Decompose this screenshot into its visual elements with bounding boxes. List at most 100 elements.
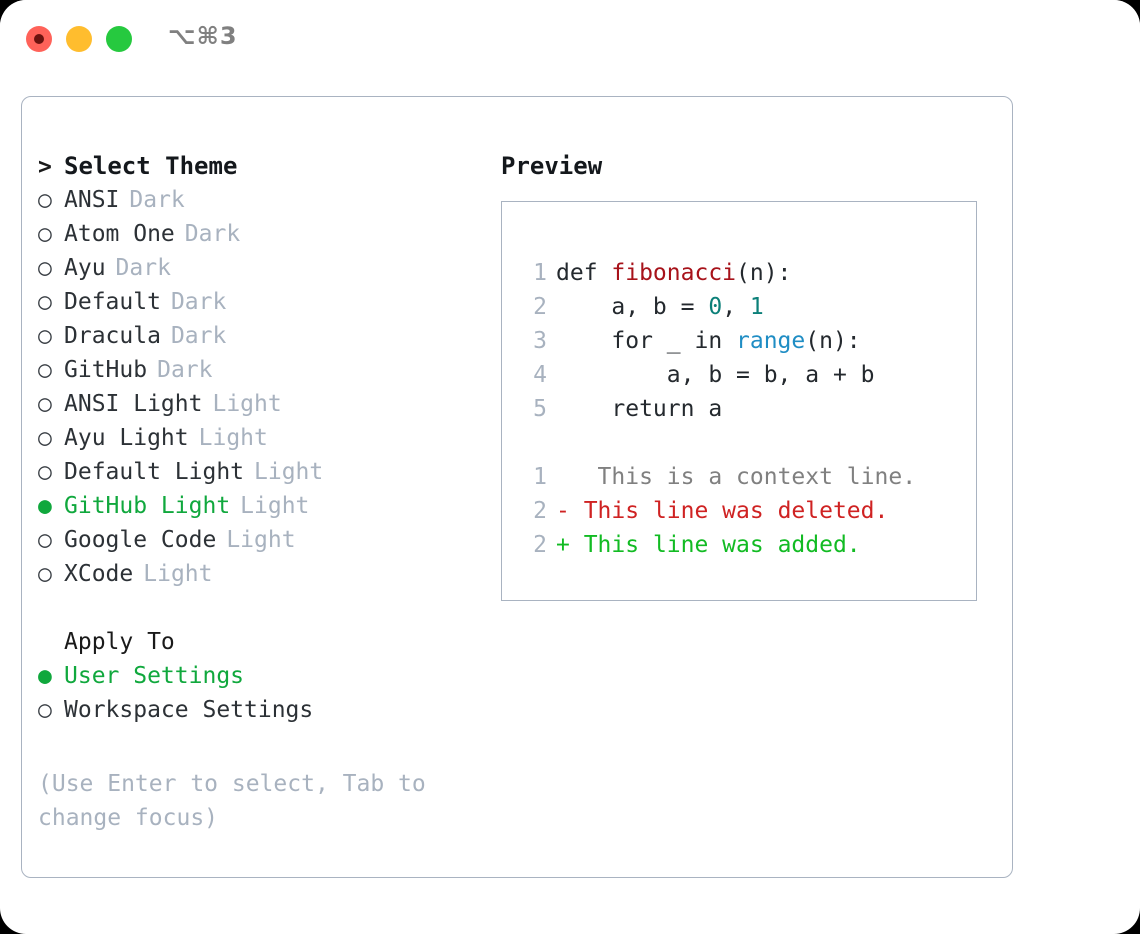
code-token-plain: for _ in: [556, 328, 737, 354]
preview-box: 1 def fibonacci(n):2 a, b = 0, 1 3 for _ i…: [501, 201, 977, 601]
apply-to-options: ● User Settings ○ Workspace Settings: [38, 659, 478, 727]
page-title: Select Theme: [64, 152, 238, 180]
radio-selected-icon[interactable]: ●: [38, 663, 52, 689]
line-number: 1: [533, 260, 547, 286]
theme-name-label: Atom One: [64, 221, 175, 247]
diff-line: 1 This is a context line.: [502, 460, 976, 494]
theme-picker-heading: > Select Theme: [38, 149, 478, 183]
theme-variant-badge: Light: [198, 425, 268, 451]
line-number: 4: [533, 362, 547, 388]
apply-to-heading: ○ Apply To: [38, 625, 478, 659]
code-line: 5 return a: [502, 392, 976, 426]
keyboard-hint-text: (Use Enter to select, Tab to change focu…: [38, 771, 426, 831]
title-bar: ⌥⌘3: [0, 0, 1140, 78]
preview-spacer: [502, 426, 976, 460]
code-token-plain: (n):: [805, 328, 861, 354]
preview-pane: Preview 1 def fibonacci(n):2 a, b = 0, 1 3…: [501, 149, 1001, 601]
theme-variant-badge: Light: [212, 391, 282, 417]
theme-name-label: Default: [64, 289, 161, 315]
radio-unselected-icon[interactable]: ○: [38, 697, 52, 723]
theme-list-item[interactable]: ○ Ayu Light Light: [38, 421, 478, 455]
close-window-button[interactable]: [26, 26, 52, 52]
theme-variant-badge: Dark: [157, 357, 213, 383]
radio-unselected-icon[interactable]: ○: [38, 323, 52, 349]
line-number: 5: [533, 396, 547, 422]
diff-marker: [556, 460, 570, 494]
code-token-plain: ,: [722, 294, 750, 320]
apply-to-option-label: User Settings: [64, 663, 245, 689]
apply-to-option[interactable]: ● User Settings: [38, 659, 478, 693]
theme-variant-badge: Light: [254, 459, 324, 485]
code-line-content: def fibonacci(n):: [556, 256, 791, 290]
code-line: 1 def fibonacci(n):: [502, 256, 976, 290]
code-line: 2 a, b = 0, 1: [502, 290, 976, 324]
code-line-content: for _ in range(n):: [556, 324, 861, 358]
theme-list-item[interactable]: ● GitHub Light Light: [38, 489, 478, 523]
theme-list-item[interactable]: ○ GitHub Dark: [38, 353, 478, 387]
code-token-num: 1: [749, 294, 764, 320]
code-sample: 1 def fibonacci(n):2 a, b = 0, 1 3 for _ i…: [502, 256, 976, 426]
theme-variant-badge: Dark: [115, 255, 171, 281]
line-number: 1: [533, 464, 547, 490]
theme-name-label: ANSI Light: [64, 391, 203, 417]
code-token-plain: a, b = b, a + b: [556, 362, 875, 388]
diff-line: 2- This line was deleted.: [502, 494, 976, 528]
theme-list-item[interactable]: ○ Google Code Light: [38, 523, 478, 557]
radio-unselected-icon[interactable]: ○: [38, 357, 52, 383]
theme-list-item[interactable]: ○ Atom One Dark: [38, 217, 478, 251]
prompt-caret-icon: >: [38, 154, 52, 180]
radio-unselected-icon[interactable]: ○: [38, 425, 52, 451]
minimize-window-button[interactable]: [66, 26, 92, 52]
code-token-plain: a, b =: [556, 294, 709, 320]
theme-name-label: Ayu: [64, 255, 106, 281]
radio-unselected-icon[interactable]: ○: [38, 561, 52, 587]
theme-variant-badge: Light: [143, 561, 213, 587]
theme-name-label: GitHub: [64, 357, 148, 383]
radio-unselected-icon[interactable]: ○: [38, 527, 52, 553]
line-number: 2: [533, 498, 547, 524]
radio-selected-icon[interactable]: ●: [38, 493, 52, 519]
line-number: 3: [533, 328, 547, 354]
theme-list-item[interactable]: ○ ANSI Light Light: [38, 387, 478, 421]
theme-list-item[interactable]: ○ Default Light Light: [38, 455, 478, 489]
preview-title: Preview: [501, 152, 603, 180]
keyboard-shortcut-label: ⌥⌘3: [168, 22, 238, 50]
radio-unselected-icon[interactable]: ○: [38, 187, 52, 213]
apply-to-label: Apply To: [64, 629, 175, 655]
radio-unselected-icon[interactable]: ○: [38, 289, 52, 315]
radio-unselected-icon[interactable]: ○: [38, 221, 52, 247]
zoom-window-button[interactable]: [106, 26, 132, 52]
heading-indent-spacer: ○: [38, 625, 64, 659]
theme-name-label: GitHub Light: [64, 493, 231, 519]
code-token-plain: return a: [556, 396, 723, 422]
theme-name-label: Google Code: [64, 527, 217, 553]
code-line-content: a, b = b, a + b: [556, 358, 875, 392]
theme-variant-badge: Light: [226, 527, 296, 553]
apply-to-option[interactable]: ○ Workspace Settings: [38, 693, 478, 727]
theme-list-item[interactable]: ○ Ayu Dark: [38, 251, 478, 285]
radio-unselected-icon[interactable]: ○: [38, 459, 52, 485]
radio-unselected-icon[interactable]: ○: [38, 255, 52, 281]
line-number: 2: [533, 294, 547, 320]
radio-unselected-icon[interactable]: ○: [38, 391, 52, 417]
line-number: 2: [533, 532, 547, 558]
theme-name-label: Dracula: [64, 323, 161, 349]
theme-variant-badge: Light: [240, 493, 310, 519]
diff-sample: 1 This is a context line.2- This line wa…: [502, 460, 976, 562]
theme-variant-badge: Dark: [184, 221, 241, 247]
diff-line-text: This is a context line.: [569, 464, 917, 490]
apply-to-pane: ○ Apply To ●User Settings○Workspace Sett…: [38, 625, 478, 727]
theme-variant-badge: Dark: [129, 187, 185, 213]
apply-to-option-label: Workspace Settings: [64, 697, 314, 723]
theme-name-label: Ayu Light: [64, 425, 189, 451]
diff-line-text: This line was deleted.: [569, 498, 889, 524]
theme-name-label: Default Light: [64, 459, 245, 485]
code-token-fn: fibonacci: [611, 260, 737, 286]
